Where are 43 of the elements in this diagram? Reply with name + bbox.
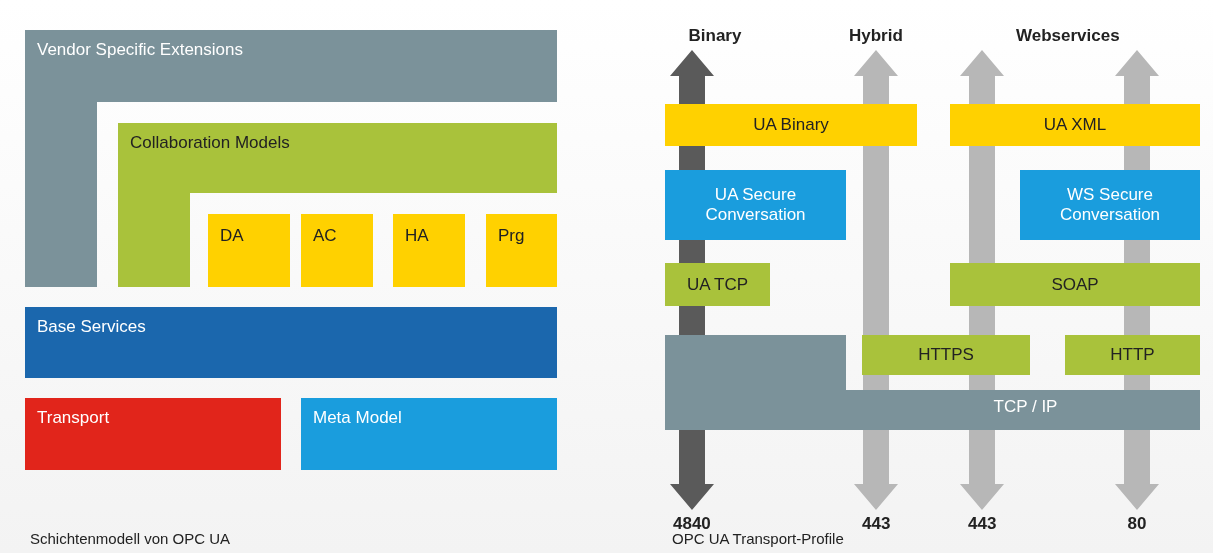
layer-block (486, 214, 557, 287)
block-label: Meta Model (313, 408, 402, 428)
channel-label: Webservices (1016, 26, 1120, 46)
block-label: HA (405, 226, 429, 246)
protocol-block (950, 263, 1200, 306)
block-label: DA (220, 226, 244, 246)
block-label: Base Services (37, 317, 146, 337)
layer-block (25, 398, 281, 470)
block-label: TCP / IP (992, 397, 1059, 417)
protocol-block (665, 104, 917, 146)
caption: Schichtenmodell von OPC UA (30, 530, 231, 547)
protocol-block (665, 263, 770, 306)
block-label: UA TCP (685, 274, 750, 295)
block-label: HTTPS (917, 345, 975, 365)
block-label: Prg (498, 226, 525, 246)
block-label: Collaboration Models (130, 133, 290, 153)
block-label: SOAP (1050, 274, 1100, 295)
channel-label: Binary (688, 26, 742, 46)
layer-block (393, 214, 465, 287)
protocol-block (950, 104, 1200, 146)
layer-block (118, 123, 557, 287)
channel-label: Hybrid (849, 26, 903, 46)
layer-block (208, 214, 290, 287)
block-label: AC (313, 226, 337, 246)
protocol-block (1065, 335, 1200, 375)
block-label: UA XML (1042, 115, 1108, 135)
port-number: 443 (968, 514, 997, 534)
layer-block (301, 398, 557, 470)
block-label: UA Binary (752, 115, 830, 135)
protocol-block (1020, 170, 1200, 240)
block-label: HTTP (1109, 345, 1156, 365)
layer-block (301, 214, 373, 287)
layer-block (25, 307, 557, 378)
protocol-block (665, 170, 846, 240)
layer-block (25, 30, 557, 287)
block-label: Vendor Specific Extensions (37, 40, 243, 60)
protocol-block (862, 335, 1030, 375)
port-number: 443 (862, 514, 891, 534)
block-label: WS Secure Conversation (1058, 185, 1162, 225)
block-label: UA Secure Conversation (704, 185, 807, 225)
port-number: 80 (1127, 514, 1147, 534)
protocol-block (665, 335, 1200, 430)
block-label: Transport (37, 408, 110, 428)
